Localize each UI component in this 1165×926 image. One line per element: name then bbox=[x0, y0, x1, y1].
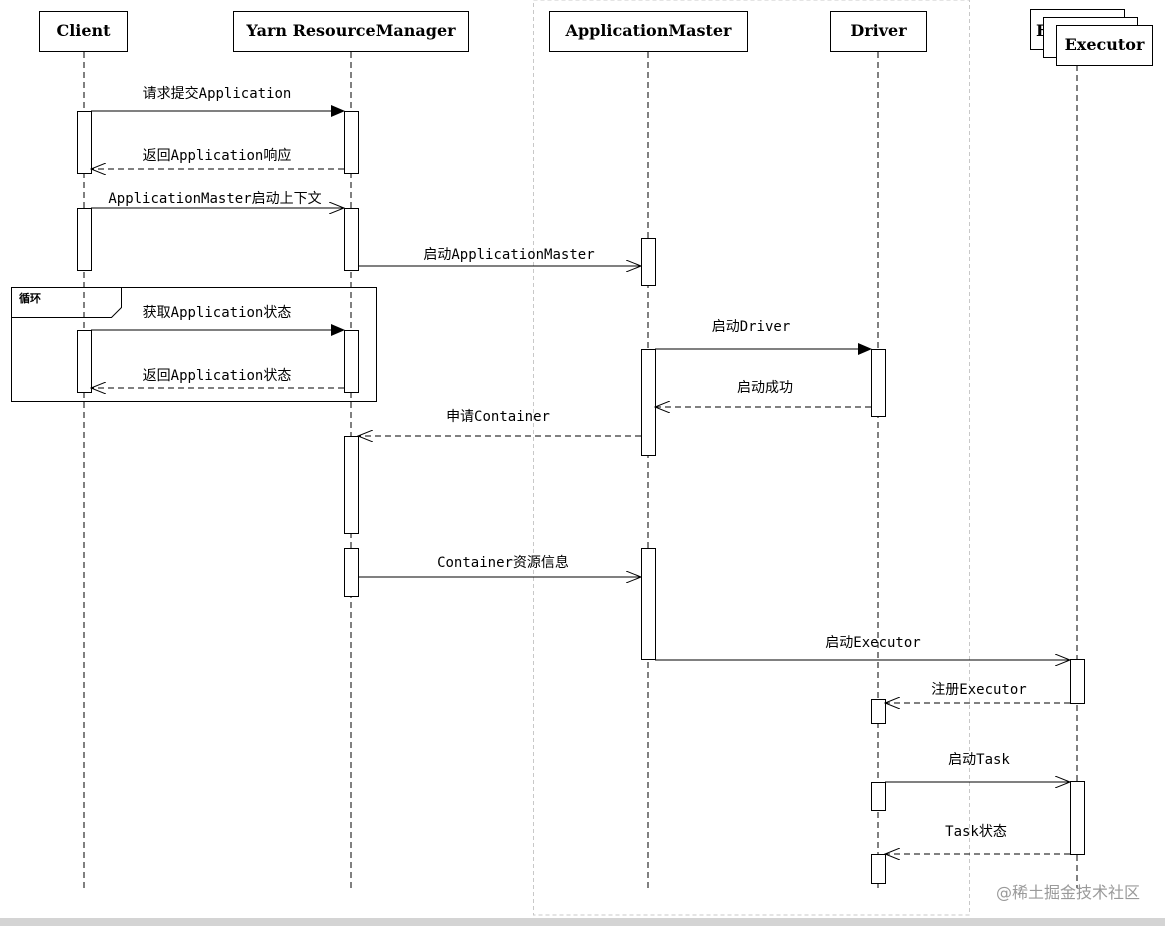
message-label: 启动Driver bbox=[712, 319, 791, 335]
participant-executor-label: Executor bbox=[1065, 35, 1145, 54]
loop-fragment: 循环 bbox=[11, 287, 377, 402]
activation-executor bbox=[1070, 659, 1085, 704]
activation-applicationmaster bbox=[641, 238, 656, 286]
message-label: 启动Executor bbox=[825, 635, 920, 651]
participant-executor-stack: E Executor bbox=[1030, 9, 1153, 66]
message-label: Task状态 bbox=[945, 824, 1007, 840]
canvas-frame bbox=[533, 0, 970, 916]
message-label: 注册Executor bbox=[931, 682, 1026, 698]
activation-client bbox=[77, 330, 92, 393]
message-label: 返回Application响应 bbox=[143, 147, 292, 164]
message-labels: 请求提交Application 返回Application响应 Applicat… bbox=[108, 85, 1026, 840]
footer-bar bbox=[0, 918, 1165, 926]
activation-driver bbox=[871, 349, 886, 417]
participant-driver-label: Driver bbox=[850, 21, 907, 40]
message-label: 申请Container bbox=[446, 409, 550, 425]
message-label: 返回Application状态 bbox=[143, 368, 292, 384]
participant-driver: Driver bbox=[830, 11, 927, 52]
message-label: ApplicationMaster启动上下文 bbox=[108, 191, 321, 207]
participant-resourcemanager-label: Yarn ResourceManager bbox=[245, 21, 456, 40]
executor-box-front bbox=[1056, 25, 1153, 66]
participant-resourcemanager: Yarn ResourceManager bbox=[233, 11, 469, 52]
activation-resourcemanager bbox=[344, 330, 359, 393]
activation-driver bbox=[871, 782, 886, 811]
activation-driver bbox=[871, 854, 886, 884]
message-label: Container资源信息 bbox=[437, 554, 569, 571]
activation-executor bbox=[1070, 781, 1085, 855]
participant-applicationmaster: ApplicationMaster bbox=[549, 11, 748, 52]
activation-applicationmaster bbox=[641, 349, 656, 456]
participant-applicationmaster-label: ApplicationMaster bbox=[565, 21, 732, 40]
message-label: 获取Application状态 bbox=[143, 305, 292, 321]
activation-resourcemanager bbox=[344, 111, 359, 174]
participant-client-label: Client bbox=[56, 21, 111, 40]
activation-bars bbox=[77, 111, 1085, 884]
message-label: 请求提交Application bbox=[143, 85, 292, 102]
activation-resourcemanager bbox=[344, 208, 359, 271]
messages bbox=[91, 105, 1070, 854]
participant-client: Client bbox=[39, 11, 128, 52]
activation-client bbox=[77, 111, 92, 174]
message-label: 启动成功 bbox=[737, 380, 793, 396]
lifelines bbox=[83, 52, 1078, 888]
message-label: 启动ApplicationMaster bbox=[423, 247, 594, 263]
activation-resourcemanager bbox=[344, 436, 359, 534]
activation-resourcemanager bbox=[344, 548, 359, 597]
message-label: 启动Task bbox=[948, 752, 1010, 768]
loop-fragment-label: 循环 bbox=[19, 291, 41, 305]
activation-driver bbox=[871, 699, 886, 724]
activation-applicationmaster bbox=[641, 548, 656, 660]
activation-client bbox=[77, 208, 92, 271]
watermark-text: @稀土掘金技术社区 bbox=[996, 883, 1140, 902]
